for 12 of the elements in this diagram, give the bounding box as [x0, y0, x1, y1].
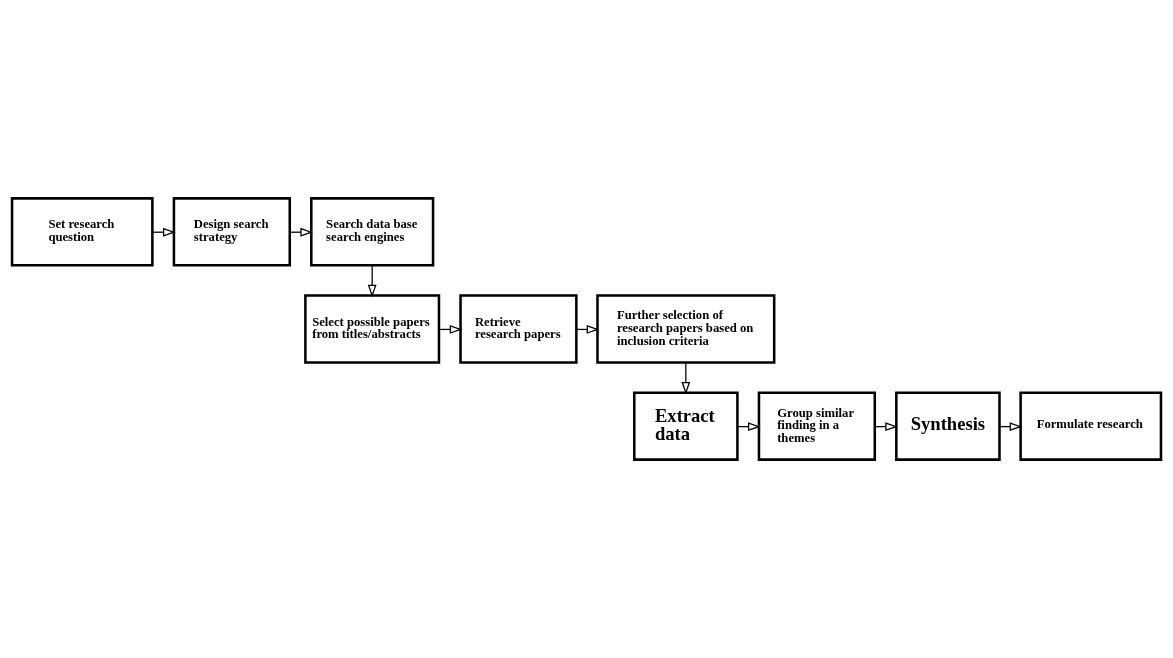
node-box: Design search strategy: [172, 197, 292, 267]
node-box: Select possible papers from titles/abstracts: [304, 294, 441, 364]
node-box: Synthesis: [895, 391, 1001, 461]
arrow: [367, 264, 377, 298]
node-box: Retrieve research papers: [459, 294, 578, 364]
arrow: [681, 361, 691, 395]
node-box: Further selection of research papers based on inclusion criteria: [596, 294, 776, 364]
node-box: Extract data: [633, 391, 739, 461]
node-box: Group similar finding in a themes: [757, 391, 877, 461]
node-box: Formulate research: [1019, 391, 1163, 461]
node-box: Search data base search engines: [310, 197, 435, 267]
node-box: Set research question: [10, 197, 154, 267]
